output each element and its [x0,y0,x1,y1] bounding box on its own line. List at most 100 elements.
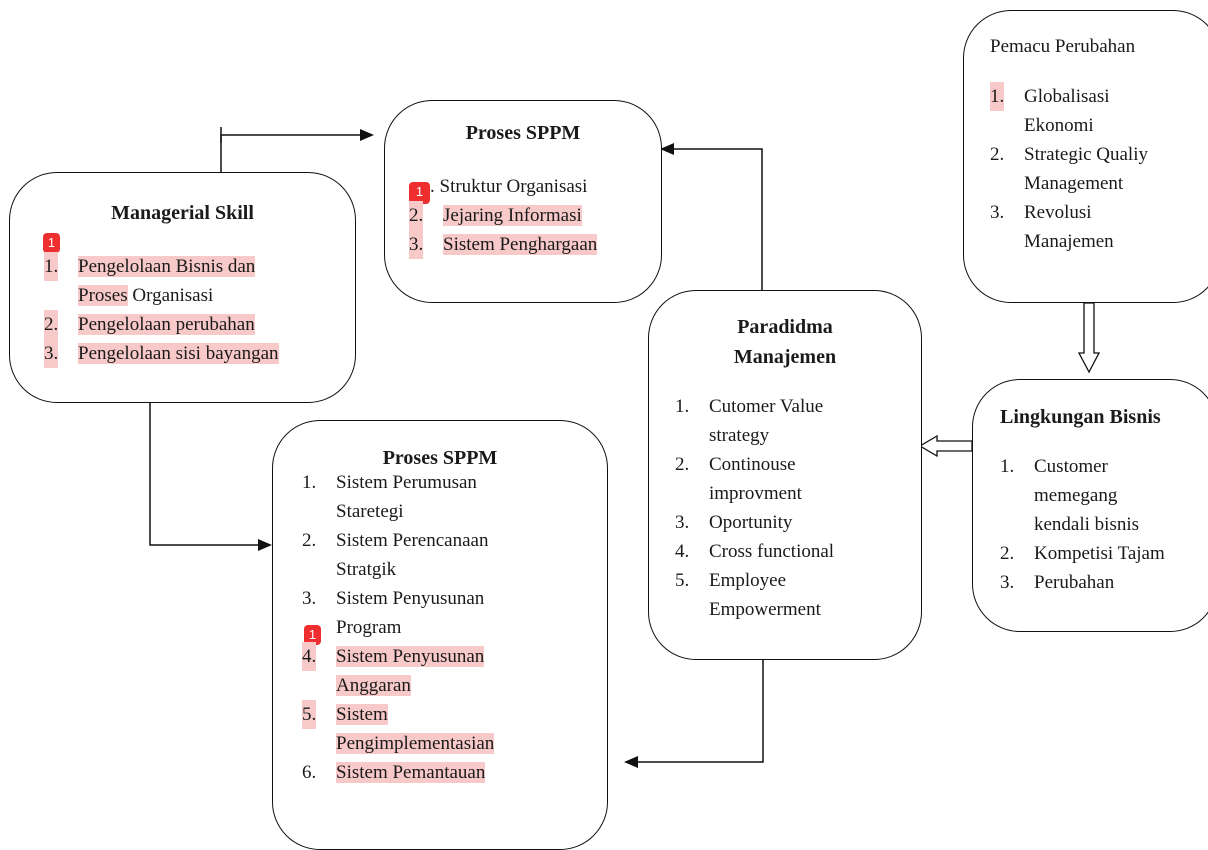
item-text: Stratgik [336,559,397,580]
hollow-arrow-pemacu-to-lingkungan [1077,302,1101,374]
item-text: Jejaring Informasi [443,205,582,226]
list-item: 3. Sistem Penghargaan [409,230,649,259]
item-number: 5. [302,700,317,729]
item-number: . [430,176,435,197]
list-item: 5. Employee Empowerment [675,566,905,624]
list-item: 2. Sistem Perencanaan Stratgik [302,526,582,584]
item-text: strategy [709,425,770,446]
proses-sppm-top-list: 1. Struktur Organisasi 2. Jejaring Infor… [409,172,649,259]
item-text: Manajemen [1024,231,1114,252]
list-item: 3. Pengelolaan sisi bayangan [44,339,344,368]
list-item: 4. Sistem Penyusunan Anggaran [302,642,582,700]
item-text: Pengelolaan Bisnis dan [78,256,256,277]
item-text: improvment [709,483,802,504]
item-text: Sistem Pemantauan [336,762,486,783]
item-number: 2. [675,454,690,475]
item-number: 2. [302,530,317,551]
proses-sppm-bottom-list: 1. Sistem Perumusan Staretegi 2. Sistem … [302,468,582,787]
list-item: 1. Struktur Organisasi [409,172,649,204]
list-item: 3. Perubahan [1000,568,1200,597]
lingkungan-bisnis-list: 1. Customer memegang kendali bisnis 2. K… [1000,452,1200,597]
lingkungan-bisnis-title: Lingkungan Bisnis [1000,406,1161,428]
item-text: Staretegi [336,501,404,522]
item-number: 2. [1000,543,1015,564]
item-text: Sistem Penyusunan [336,646,485,667]
annotation-badge[interactable]: 1 [409,182,430,204]
item-text: Sistem [336,704,388,725]
list-item: 1. Customer memegang kendali bisnis [1000,452,1200,539]
item-number: 3. [302,588,317,609]
annotation-badge[interactable]: 1 [43,233,60,253]
item-number: 1. [302,472,317,493]
item-text: Customer [1034,456,1108,477]
item-text: Cutomer Value [709,396,824,417]
item-text: Program [336,617,402,638]
item-text: Cross functional [709,541,835,562]
item-text: Struktur Organisasi [434,176,588,197]
item-text: Employee [709,570,787,591]
item-number: 1. [44,252,59,281]
list-item: 5. Sistem Pengimplementasian [302,700,582,758]
list-item: 2. Pengelolaan perubahan [44,310,344,339]
list-item: 2. Kompetisi Tajam [1000,539,1200,568]
item-number: 3. [409,230,424,259]
item-text: Revolusi [1024,202,1092,223]
item-text: Pengimplementasian [336,733,495,754]
item-text: Continouse [709,454,796,475]
connectors-layer [149,127,1101,768]
arrow-managerial-to-sppm-bottom [149,403,272,551]
item-text: Oportunity [709,512,793,533]
managerial-skill-list: 1. Pengelolaan Bisnis dan Proses Organis… [44,252,344,368]
list-item: 4. Cross functional [675,537,905,566]
proses-sppm-bottom-title: Proses SPPM [382,447,498,469]
item-number: 3. [44,339,59,368]
item-text: Sistem Penghargaan [443,234,598,255]
title-line: Paradidma [737,316,833,338]
list-item: 3. Sistem Penyusunan Program [302,584,582,642]
item-number: 2. [44,310,59,339]
item-number: 3. [1000,572,1015,593]
item-number: 3. [990,202,1005,223]
item-text: Strategic Qualiy [1024,144,1148,165]
list-item: 2. Strategic Qualiy Management [990,140,1190,198]
item-text: Sistem Penyusunan [336,588,485,609]
paradigma-manajemen-box [648,290,922,660]
item-text: Sistem Perencanaan [336,530,489,551]
item-text: Sistem Perumusan [336,472,477,493]
arrow-paradigma-to-sppm-top [660,143,763,290]
annotation-badge[interactable]: 1 [304,625,321,645]
list-item: 1. Globalisasi Ekonomi [990,82,1190,140]
lingkungan-bisnis-box [972,379,1208,632]
managerial-skill-box [9,172,356,403]
list-item: 3. Oportunity [675,508,905,537]
item-number: 2. [409,201,424,230]
proses-sppm-top-box [384,100,662,303]
item-text: Anggaran [336,675,411,696]
item-text: kendali bisnis [1034,514,1140,535]
item-number: 6. [302,762,317,783]
item-text: Organisasi [127,285,214,306]
item-text: Management [1024,173,1124,194]
paradigma-manajemen-list: 1. Cutomer Value strategy 2. Continouse … [675,392,905,637]
item-text: memegang [1034,485,1118,506]
item-text: Perubahan [1034,572,1115,593]
arrow-paradigma-to-sppm-bottom [624,660,764,768]
item-number: 2. [990,144,1005,165]
item-number: 4. [302,642,317,671]
pemacu-perubahan-list: 1. Globalisasi Ekonomi 2. Strategic Qual… [990,82,1190,256]
item-number: 3. [675,512,690,533]
paradigma-manajemen-title: Paradidma Manajemen [648,312,922,372]
list-item: 1. Sistem Perumusan Staretegi [302,468,582,526]
pemacu-perubahan-title: Pemacu Perubahan [990,36,1136,57]
item-text: Pengelolaan perubahan [78,314,255,335]
item-number: 1. [675,396,690,417]
item-text: Globalisasi [1024,86,1110,107]
list-item: 1. Pengelolaan Bisnis dan Proses Organis… [44,252,344,310]
item-text: Pengelolaan sisi bayangan [78,343,279,364]
item-number: 4. [675,541,690,562]
item-number: 5. [675,570,690,591]
pemacu-perubahan-box [963,10,1208,303]
list-item: 1. Cutomer Value strategy [675,392,905,450]
item-number: 1. [990,82,1005,111]
list-item: 2. Continouse improvment [675,450,905,508]
